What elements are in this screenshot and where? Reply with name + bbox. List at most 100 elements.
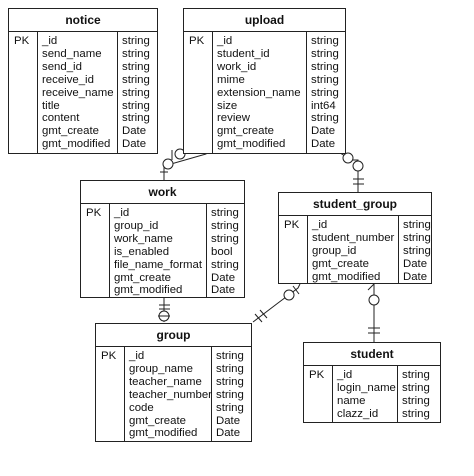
field-name: gmt_create [42,125,99,138]
field-type: string [122,60,150,73]
field-type: string [402,394,430,407]
field-type: string [122,35,150,47]
field-name: gmt_create [129,414,186,427]
field-name: gmt_modified [114,284,183,297]
relationship-student_group-student [367,283,380,342]
relationship-work-group [158,297,170,322]
field-name: gmt_modified [129,427,198,440]
field-type: Date [403,270,428,283]
field-name: extension_name [217,86,301,99]
field-type: string [211,207,239,219]
field-type: Date [403,257,428,270]
relationship-group-student_group [252,283,301,323]
field-type: Date [311,125,336,138]
field-name: _id [114,207,130,219]
field-type: string [216,362,244,375]
field-name: size [217,99,238,112]
field-type: string [311,60,339,73]
field-type: string [402,369,430,381]
column-divider [117,31,118,153]
field-name: code [129,401,154,414]
field-type: string [311,47,339,60]
field-name: work_id [217,60,257,73]
field-name: send_id [42,60,82,73]
pk-label: PK [14,35,30,47]
field-name: login_name [337,381,396,394]
field-name: gmt_modified [217,138,286,151]
field-name: receive_id [42,73,94,86]
entity-title: notice [9,9,157,32]
field-name: clazz_id [337,407,379,420]
field-type: string [122,99,150,112]
field-type: string [311,35,339,47]
field-name: _id [42,35,58,47]
pk-label: PK [284,219,300,231]
field-name: _id [217,35,233,47]
field-type: string [311,112,339,125]
field-type: Date [211,284,236,297]
column-divider [109,203,110,297]
field-name: review [217,112,250,125]
field-type: Date [211,271,236,284]
field-type: Date [122,125,147,138]
field-type: string [211,232,239,245]
field-type: string [122,86,150,99]
field-name: group_name [129,362,193,375]
column-divider [212,31,213,153]
field-type: string [216,401,244,414]
field-type: string [122,73,150,86]
field-type: Date [311,138,336,151]
field-type: string [211,219,239,232]
field-name: gmt_modified [312,270,381,283]
field-type: Date [216,414,241,427]
column-divider [332,365,333,422]
entity-title: group [96,324,251,347]
field-type: Date [216,427,241,440]
entity-title: student [304,343,440,366]
relationship-upload-student_group [339,152,364,192]
column-divider [306,31,307,153]
column-divider [206,203,207,297]
field-name: work_name [114,232,173,245]
field-name: gmt_modified [42,138,111,151]
field-name: group_id [114,219,159,232]
field-name: gmt_create [217,125,274,138]
field-name: is_enabled [114,245,170,258]
field-name: gmt_create [114,271,171,284]
field-type: string [403,219,431,231]
field-type: string [211,258,239,271]
field-name: _id [312,219,328,231]
field-type: string [311,86,339,99]
entity-title: work [81,181,244,204]
column-divider [37,31,38,153]
field-name: file_name_format [114,258,203,271]
entity-title: student_group [279,193,431,216]
field-name: _id [337,369,353,381]
column-divider [398,215,399,283]
column-divider [397,365,398,422]
field-type: Date [122,138,147,151]
pk-label: PK [189,35,205,47]
column-divider [307,215,308,283]
field-type: string [403,244,431,257]
field-type: string [216,375,244,388]
column-divider [211,346,212,441]
field-name: gmt_create [312,257,369,270]
field-name: group_id [312,244,357,257]
field-type: string [122,47,150,60]
field-type: string [402,381,430,394]
column-divider [124,346,125,441]
field-name: student_id [217,47,270,60]
field-type: bool [211,245,233,258]
field-name: title [42,99,60,112]
entity-title: upload [184,9,345,32]
field-name: mime [217,73,245,86]
pk-label: PK [309,369,325,381]
